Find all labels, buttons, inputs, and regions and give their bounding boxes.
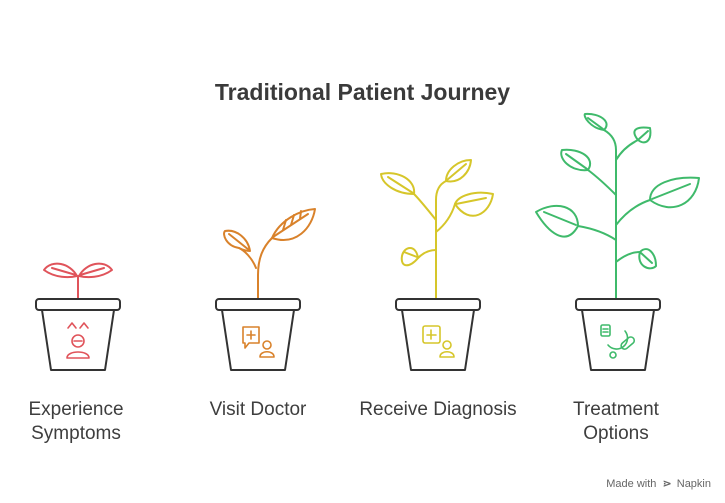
napkin-credit[interactable]: Made with ⋗ Napkin <box>606 477 711 490</box>
credit-brand: Napkin <box>676 478 711 490</box>
stage-4-plant <box>535 112 700 299</box>
stage-3-pot <box>395 298 481 371</box>
doctor-chat-icon <box>242 326 275 358</box>
stage-2-plant <box>223 208 316 299</box>
symptoms-person-icon <box>66 322 90 359</box>
napkin-logo-icon: ⋗ <box>662 478 672 490</box>
credit-prefix: Made with <box>606 478 657 490</box>
diagnosis-person-icon <box>422 325 455 358</box>
stage-1-plant <box>43 262 113 299</box>
stage-3-plant <box>380 159 494 299</box>
page-title: Traditional Patient Journey <box>214 79 511 105</box>
stage-4-pot <box>575 298 661 371</box>
stage-label-4: Treatment Options <box>573 399 659 444</box>
stage-2-pot <box>215 298 301 371</box>
stage-label-2: Visit Doctor <box>209 399 307 420</box>
stage-label-3: Receive Diagnosis <box>359 399 517 420</box>
treatment-pills-icon <box>600 324 636 359</box>
stage-1-pot <box>35 298 121 371</box>
stage-label-1: Experience Symptoms <box>28 399 124 444</box>
